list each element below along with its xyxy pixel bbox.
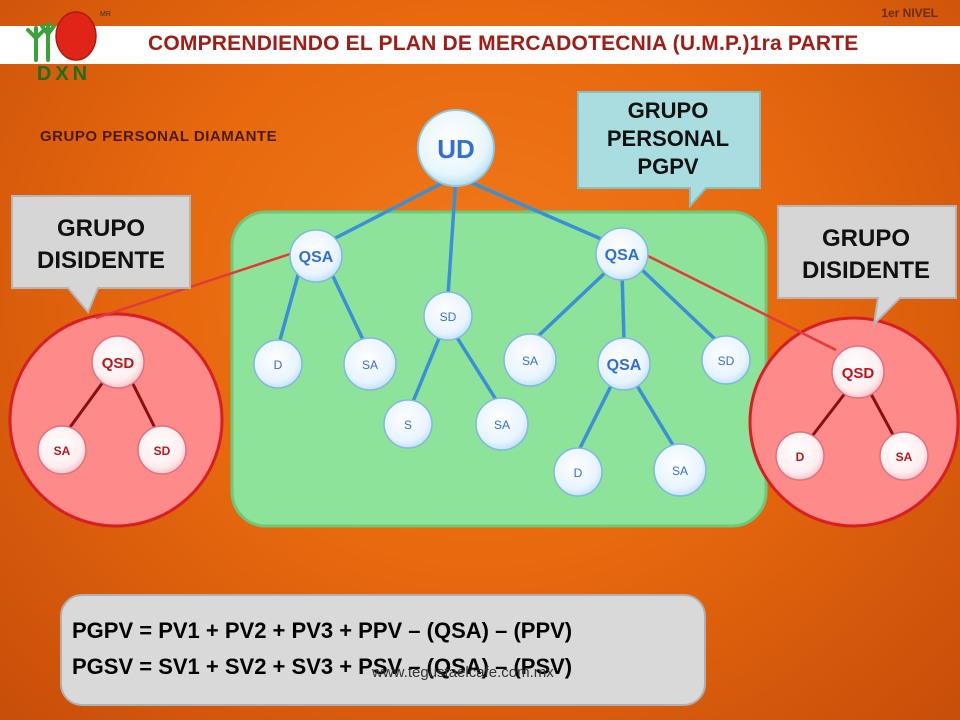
- svg-text:QSA: QSA: [605, 247, 640, 264]
- svg-text:GRUPO: GRUPO: [57, 215, 145, 242]
- page-title: COMPRENDIENDO EL PLAN DE MERCADOTECNIA (…: [148, 32, 859, 55]
- svg-text:QSA: QSA: [299, 249, 334, 266]
- svg-text:SA: SA: [494, 418, 510, 432]
- dissident-connectors: [95, 252, 837, 352]
- svg-text:SA: SA: [362, 358, 378, 372]
- callout-pgpv: GRUPO PERSONAL PGPV: [577, 91, 761, 209]
- node-s-center: S: [383, 399, 433, 449]
- svg-text:QSD: QSD: [102, 355, 135, 372]
- node-root: UD: [417, 109, 495, 187]
- callout-dissident-right: GRUPO DISIDENTE: [777, 205, 957, 327]
- watermark: www.tegustaelcafe.com.mx: [372, 664, 554, 681]
- svg-text:SA: SA: [54, 444, 71, 458]
- svg-text:SD: SD: [154, 444, 171, 458]
- formula-box: [60, 594, 706, 706]
- svg-text:GRUPO: GRUPO: [822, 225, 910, 252]
- svg-text:UD: UD: [437, 134, 475, 164]
- node-sa-bottom: SA: [653, 443, 707, 497]
- formula-pgsv: PGSV = SV1 + SV2 + SV3 + PSV – (QSA) – (…: [72, 654, 573, 679]
- svg-text:DISIDENTE: DISIDENTE: [37, 247, 165, 274]
- personal-group-label: GRUPO PERSONAL DIAMANTE: [40, 128, 278, 145]
- svg-text:D: D: [796, 450, 805, 464]
- node-d-diss-right: D: [775, 431, 825, 481]
- node-sa-diss-left: SA: [37, 425, 87, 475]
- node-sa-center: SA: [475, 397, 529, 451]
- svg-text:DISIDENTE: DISIDENTE: [802, 257, 930, 284]
- node-qsd-left: QSD: [91, 335, 145, 389]
- tree-links: [278, 174, 720, 454]
- dxn-logo: MR DXN: [26, 11, 111, 84]
- logo-text: DXN: [37, 63, 91, 84]
- node-qsa-left: QSA: [289, 229, 343, 283]
- svg-text:SD: SD: [440, 310, 457, 324]
- node-qsa-mid: QSA: [597, 337, 651, 391]
- header-bar: [0, 26, 960, 64]
- node-d-bottom: D: [553, 447, 603, 497]
- level-label: 1er NIVEL: [881, 6, 938, 20]
- node-sa-left: SA: [343, 337, 397, 391]
- node-d-left: D: [253, 339, 303, 389]
- node-sa-right: SA: [503, 333, 557, 387]
- svg-text:SA: SA: [896, 450, 913, 464]
- node-qsa-right: QSA: [595, 227, 649, 281]
- svg-text:D: D: [274, 358, 283, 372]
- node-qsd-right: QSD: [831, 345, 885, 399]
- node-sd-diss-left: SD: [137, 425, 187, 475]
- svg-text:PGPV: PGPV: [637, 154, 698, 179]
- node-sa-diss-right: SA: [879, 431, 929, 481]
- svg-text:QSA: QSA: [607, 357, 642, 374]
- svg-text:GRUPO: GRUPO: [628, 98, 709, 123]
- svg-text:SA: SA: [522, 354, 538, 368]
- logo-mark: MR: [100, 11, 111, 18]
- svg-text:S: S: [404, 418, 412, 432]
- callout-dissident-left: GRUPO DISIDENTE: [11, 195, 191, 314]
- node-sd-center: SD: [423, 291, 473, 341]
- formula-pgpv: PGPV = PV1 + PV2 + PV3 + PPV – (QSA) – (…: [72, 618, 573, 643]
- svg-text:D: D: [574, 466, 583, 480]
- svg-text:SD: SD: [718, 354, 735, 368]
- node-sd-right: SD: [701, 335, 751, 385]
- svg-text:SA: SA: [672, 464, 688, 478]
- svg-text:QSD: QSD: [842, 365, 875, 382]
- svg-text:PERSONAL: PERSONAL: [607, 126, 729, 151]
